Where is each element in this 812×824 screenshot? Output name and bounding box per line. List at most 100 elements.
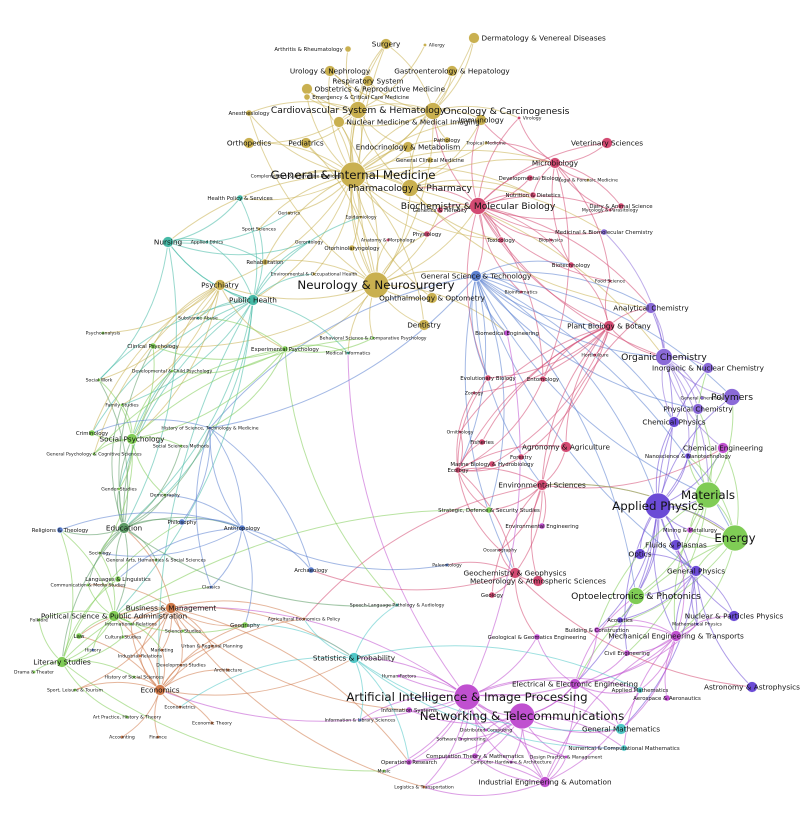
node-clinicalmed[interactable] (426, 156, 434, 164)
node-anesthesiology[interactable] (245, 109, 253, 117)
node-speech[interactable] (394, 602, 400, 608)
node-astronomy[interactable] (746, 681, 758, 693)
node-literary[interactable] (56, 656, 68, 668)
node-biotechnology[interactable] (567, 261, 575, 269)
node-mining[interactable] (686, 526, 694, 534)
node-analyticalchem[interactable] (645, 302, 657, 314)
node-business[interactable] (165, 602, 177, 614)
node-strategic[interactable] (485, 506, 493, 514)
node-chemicalphys[interactable] (668, 416, 680, 428)
node-clinicalpsych[interactable] (149, 342, 157, 350)
node-sportsci[interactable] (256, 226, 262, 232)
node-statistics[interactable] (348, 652, 360, 664)
node-compsci[interactable] (471, 752, 479, 760)
node-pediatrics[interactable] (300, 137, 312, 149)
node-anthropology[interactable] (238, 524, 246, 532)
node-socialmethods[interactable] (178, 443, 184, 449)
node-devbio[interactable] (526, 174, 534, 182)
node-urology[interactable] (324, 65, 336, 77)
node-appliedmath[interactable] (636, 686, 644, 694)
node-music[interactable] (381, 768, 387, 774)
node-histscience[interactable] (207, 425, 213, 431)
node-horticulture[interactable] (592, 352, 598, 358)
node-agriecon[interactable] (301, 616, 307, 622)
node-biochem[interactable] (469, 197, 487, 215)
node-communication[interactable] (85, 582, 91, 588)
node-anatomy[interactable] (385, 237, 391, 243)
node-mecheng[interactable] (670, 630, 682, 642)
node-education[interactable] (118, 522, 130, 534)
node-history[interactable] (90, 647, 96, 653)
node-entomology[interactable] (539, 375, 547, 383)
node-forestry[interactable] (517, 453, 525, 461)
node-inorganicchem[interactable] (702, 362, 714, 374)
node-sportstudies[interactable] (180, 628, 186, 634)
node-general_internal[interactable] (339, 161, 367, 189)
node-geomatics[interactable] (533, 633, 541, 641)
node-meteorology[interactable] (532, 575, 544, 587)
node-rehabilitation[interactable] (261, 258, 269, 266)
node-architecture[interactable] (225, 667, 231, 673)
node-envhealth[interactable] (311, 271, 317, 277)
node-nuclearmed[interactable] (333, 116, 345, 128)
node-mathphys[interactable] (694, 621, 700, 627)
node-socialwork[interactable] (96, 377, 102, 383)
node-zoology[interactable] (471, 390, 477, 396)
node-aerospace[interactable] (663, 694, 671, 702)
node-agronomy[interactable] (560, 441, 572, 453)
node-economics[interactable] (154, 684, 166, 696)
node-intlrelations[interactable] (128, 621, 134, 627)
node-marinebio[interactable] (488, 460, 496, 468)
node-geriatrics[interactable] (286, 210, 292, 216)
node-histsocial[interactable] (131, 674, 137, 680)
node-organicchem[interactable] (655, 348, 673, 366)
node-microbiology[interactable] (549, 157, 561, 169)
node-experimentalpsych[interactable] (281, 345, 289, 353)
node-nuclearphys[interactable] (728, 610, 740, 622)
node-mycology[interactable] (607, 207, 613, 213)
node-envsci[interactable] (536, 479, 548, 491)
node-enveng[interactable] (538, 522, 546, 530)
node-geochem[interactable] (509, 567, 521, 579)
node-law[interactable] (75, 632, 83, 640)
node-medicinalchem[interactable] (600, 228, 608, 236)
node-immunology[interactable] (475, 114, 487, 126)
node-sociology[interactable] (97, 550, 103, 556)
node-foodsci[interactable] (607, 278, 613, 284)
node-industrialeng[interactable] (539, 776, 551, 788)
node-dentistry[interactable] (418, 319, 430, 331)
node-networking[interactable] (508, 702, 536, 730)
node-energy[interactable] (721, 524, 749, 552)
node-ai[interactable] (453, 683, 481, 711)
node-psychoanalysis[interactable] (100, 330, 106, 336)
node-nutrition[interactable] (529, 191, 537, 199)
node-criminology[interactable] (88, 429, 96, 437)
node-behavioralsci[interactable] (370, 335, 376, 341)
node-materials[interactable] (694, 481, 722, 509)
node-oceanography[interactable] (497, 547, 503, 553)
node-elecengineering[interactable] (569, 678, 581, 690)
node-optics[interactable] (634, 548, 646, 560)
node-generalarts[interactable] (153, 557, 159, 563)
node-geography[interactable] (241, 621, 249, 629)
node-surgery[interactable] (380, 38, 392, 50)
node-medinformatics[interactable] (345, 350, 351, 356)
node-appliedethics[interactable] (204, 239, 210, 245)
node-accounting[interactable] (119, 734, 125, 740)
node-philosophy[interactable] (178, 518, 186, 526)
node-marketing[interactable] (159, 647, 165, 653)
node-endocrinology[interactable] (402, 141, 414, 153)
node-fluids[interactable] (670, 539, 682, 551)
node-econometrics[interactable] (177, 704, 183, 710)
node-genetics[interactable] (436, 206, 444, 214)
node-chemicaleng[interactable] (717, 442, 729, 454)
node-toxicology[interactable] (497, 236, 505, 244)
node-fisheries[interactable] (478, 438, 486, 446)
node-polymers[interactable] (723, 388, 741, 406)
node-dermatology[interactable] (468, 32, 480, 44)
node-legalmed[interactable] (585, 177, 591, 183)
node-drama[interactable] (31, 669, 37, 675)
node-opsresearch[interactable] (405, 758, 413, 766)
node-veterinary[interactable] (601, 137, 613, 149)
node-psychiatry[interactable] (214, 279, 226, 291)
